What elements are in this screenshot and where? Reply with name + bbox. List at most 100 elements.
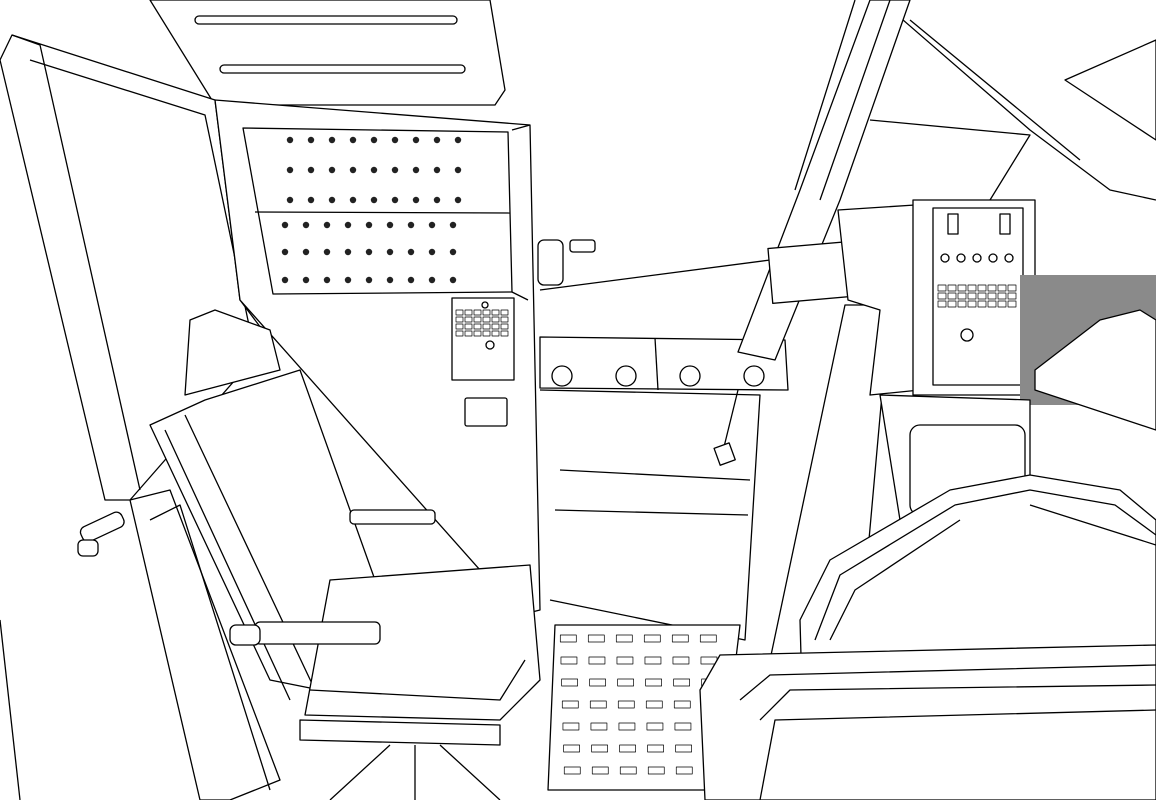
toggle-switch[interactable]	[365, 221, 373, 229]
toggle-switch[interactable]	[349, 196, 357, 204]
panel-button[interactable]	[1007, 284, 1017, 292]
toggle-switch[interactable]	[281, 248, 289, 256]
toggle-switch[interactable]	[328, 136, 336, 144]
toggle-switch[interactable]	[412, 166, 420, 174]
toggle-switch[interactable]	[449, 248, 457, 256]
keypad-key[interactable]	[455, 316, 464, 323]
toggle-switch[interactable]	[433, 166, 441, 174]
toggle-switch[interactable]	[433, 196, 441, 204]
toggle-switch[interactable]	[391, 166, 399, 174]
panel-button[interactable]	[967, 300, 977, 308]
panel-button[interactable]	[937, 284, 947, 292]
keypad-key[interactable]	[491, 323, 500, 330]
keypad-key[interactable]	[464, 316, 473, 323]
toggle-switch[interactable]	[281, 221, 289, 229]
keypad-key[interactable]	[473, 309, 482, 316]
toggle-switch[interactable]	[407, 221, 415, 229]
toggle-switch[interactable]	[365, 276, 373, 284]
keypad-key[interactable]	[455, 309, 464, 316]
toggle-switch[interactable]	[286, 136, 294, 144]
toggle-switch[interactable]	[365, 248, 373, 256]
toggle-switch[interactable]	[302, 221, 310, 229]
panel-button[interactable]	[977, 300, 987, 308]
panel-button[interactable]	[957, 292, 967, 300]
panel-button[interactable]	[957, 284, 967, 292]
keypad-key[interactable]	[500, 323, 509, 330]
panel-button[interactable]	[1007, 292, 1017, 300]
toggle-switch[interactable]	[454, 166, 462, 174]
keypad-key[interactable]	[473, 323, 482, 330]
panel-button[interactable]	[997, 300, 1007, 308]
toggle-switch[interactable]	[407, 248, 415, 256]
panel-button[interactable]	[997, 284, 1007, 292]
door-handle[interactable]	[77, 510, 126, 557]
toggle-switch[interactable]	[449, 221, 457, 229]
toggle-switch[interactable]	[407, 276, 415, 284]
toggle-switch[interactable]	[344, 276, 352, 284]
keypad-key[interactable]	[473, 316, 482, 323]
keypad-key[interactable]	[455, 330, 464, 337]
keypad-key[interactable]	[482, 309, 491, 316]
keypad-key[interactable]	[464, 323, 473, 330]
keypad-key[interactable]	[500, 316, 509, 323]
keypad-key[interactable]	[500, 330, 509, 337]
panel-button[interactable]	[977, 292, 987, 300]
panel-button[interactable]	[937, 300, 947, 308]
keypad-key[interactable]	[491, 309, 500, 316]
toggle-switch[interactable]	[386, 276, 394, 284]
panel-button[interactable]	[987, 300, 997, 308]
toggle-switch[interactable]	[307, 196, 315, 204]
toggle-switch[interactable]	[386, 221, 394, 229]
panel-switch-guard[interactable]	[999, 213, 1011, 235]
toggle-switch[interactable]	[349, 136, 357, 144]
toggle-switch[interactable]	[344, 248, 352, 256]
toggle-switch[interactable]	[328, 166, 336, 174]
toggle-switch[interactable]	[391, 136, 399, 144]
panel-knob[interactable]	[988, 253, 998, 263]
toggle-switch[interactable]	[302, 276, 310, 284]
panel-button[interactable]	[947, 300, 957, 308]
keypad-key[interactable]	[482, 323, 491, 330]
panel-button[interactable]	[997, 292, 1007, 300]
panel-button[interactable]	[957, 300, 967, 308]
panel-button[interactable]	[937, 292, 947, 300]
keypad-key[interactable]	[455, 323, 464, 330]
panel-button[interactable]	[967, 284, 977, 292]
panel-button[interactable]	[967, 292, 977, 300]
toggle-switch[interactable]	[454, 196, 462, 204]
toggle-switch[interactable]	[307, 136, 315, 144]
toggle-switch[interactable]	[454, 136, 462, 144]
keypad-key[interactable]	[491, 316, 500, 323]
toggle-switch[interactable]	[386, 248, 394, 256]
toggle-switch[interactable]	[307, 166, 315, 174]
toggle-switch[interactable]	[370, 136, 378, 144]
toggle-switch[interactable]	[344, 221, 352, 229]
panel-knob[interactable]	[972, 253, 982, 263]
toggle-switch[interactable]	[391, 196, 399, 204]
keypad-key[interactable]	[464, 309, 473, 316]
panel-switch-guard[interactable]	[947, 213, 959, 235]
panel-knob[interactable]	[940, 253, 950, 263]
toggle-switch[interactable]	[323, 248, 331, 256]
toggle-switch[interactable]	[323, 276, 331, 284]
toggle-switch[interactable]	[302, 248, 310, 256]
panel-button[interactable]	[987, 284, 997, 292]
toggle-switch[interactable]	[281, 276, 289, 284]
toggle-switch[interactable]	[412, 136, 420, 144]
toggle-switch[interactable]	[449, 276, 457, 284]
toggle-switch[interactable]	[428, 248, 436, 256]
keypad-key[interactable]	[473, 330, 482, 337]
toggle-switch[interactable]	[370, 166, 378, 174]
panel-button[interactable]	[947, 292, 957, 300]
rotary-knob[interactable]	[537, 239, 596, 286]
panel-knob[interactable]	[1004, 253, 1014, 263]
toggle-switch[interactable]	[286, 166, 294, 174]
toggle-switch[interactable]	[323, 221, 331, 229]
panel-button[interactable]	[1007, 300, 1017, 308]
toggle-switch[interactable]	[428, 221, 436, 229]
toggle-switch[interactable]	[349, 166, 357, 174]
toggle-switch[interactable]	[428, 276, 436, 284]
toggle-switch[interactable]	[433, 136, 441, 144]
panel-knob[interactable]	[956, 253, 966, 263]
keypad-key[interactable]	[482, 330, 491, 337]
